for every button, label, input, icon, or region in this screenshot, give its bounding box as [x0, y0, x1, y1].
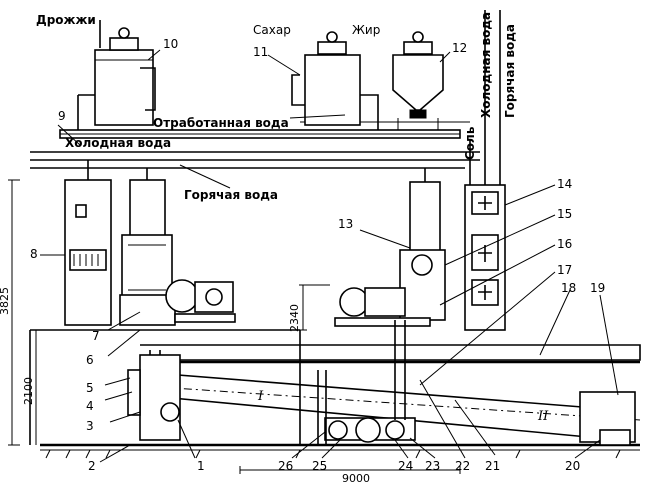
label-hot-water: Горячая вода: [184, 188, 278, 202]
callout-21: 21: [485, 459, 500, 473]
drive-assembly: [317, 320, 416, 445]
label-cold-water-vertical: Холодная вода: [479, 12, 493, 118]
callout-18: 18: [561, 281, 576, 295]
callout-5: 5: [86, 381, 94, 395]
dim-2100: 2100: [22, 377, 35, 405]
callout-17: 17: [557, 263, 572, 277]
callout-10: 10: [163, 37, 178, 51]
callout-8: 8: [30, 247, 38, 261]
dosing-column-7: [119, 168, 176, 326]
callout-13: 13: [338, 217, 353, 231]
callout-22: 22: [455, 459, 470, 473]
main-trough: [127, 344, 641, 446]
callout-24: 24: [398, 459, 413, 473]
callout-14: 14: [557, 177, 572, 191]
dosing-column-13: [399, 168, 446, 321]
callout-numbers: 1 2 3 4 5 6 7 8 9 10 11 12 13 14 15 16 1…: [30, 37, 605, 473]
dimension-lines: [8, 179, 461, 474]
zone-II: II: [537, 409, 549, 424]
label-fat: Жир: [352, 23, 380, 37]
callout-1: 1: [197, 459, 205, 473]
labels: Дрожжи Сахар Жир Отработанная вода Холод…: [0, 12, 549, 485]
dim-2340: 2340: [288, 304, 301, 332]
callout-16: 16: [557, 237, 572, 251]
callout-15: 15: [557, 207, 572, 221]
mixer-8: [64, 160, 112, 326]
callout-12: 12: [452, 41, 467, 55]
callout-6: 6: [86, 353, 94, 367]
callout-7: 7: [92, 329, 100, 343]
floor: [29, 329, 640, 459]
callout-26: 26: [278, 459, 293, 473]
zone-I: I: [257, 389, 264, 404]
callout-2: 2: [88, 459, 96, 473]
label-yeast: Дрожжи: [36, 13, 96, 27]
callout-23: 23: [425, 459, 440, 473]
callout-11: 11: [253, 45, 268, 59]
leader-lines: [40, 49, 619, 463]
fat-tank-12: [392, 31, 444, 130]
callout-20: 20: [565, 459, 580, 473]
label-waste-water: Отработанная вода: [153, 116, 289, 130]
sugar-tank-11: [291, 31, 379, 130]
label-hot-water-vertical: Горячая вода: [503, 24, 517, 118]
callout-19: 19: [590, 281, 605, 295]
label-sugar: Сахар: [253, 23, 291, 37]
motor-right: [334, 287, 431, 327]
callout-25: 25: [312, 459, 327, 473]
label-salt: Соль: [463, 126, 477, 160]
dim-3825: 3825: [0, 287, 11, 315]
label-cold-water: Холодная вода: [65, 136, 171, 150]
callout-3: 3: [86, 419, 94, 433]
motor-left: [165, 279, 236, 323]
callout-9: 9: [58, 109, 66, 123]
dim-9000: 9000: [342, 472, 370, 485]
callout-4: 4: [86, 399, 94, 413]
yeast-tank-10: [77, 20, 156, 130]
